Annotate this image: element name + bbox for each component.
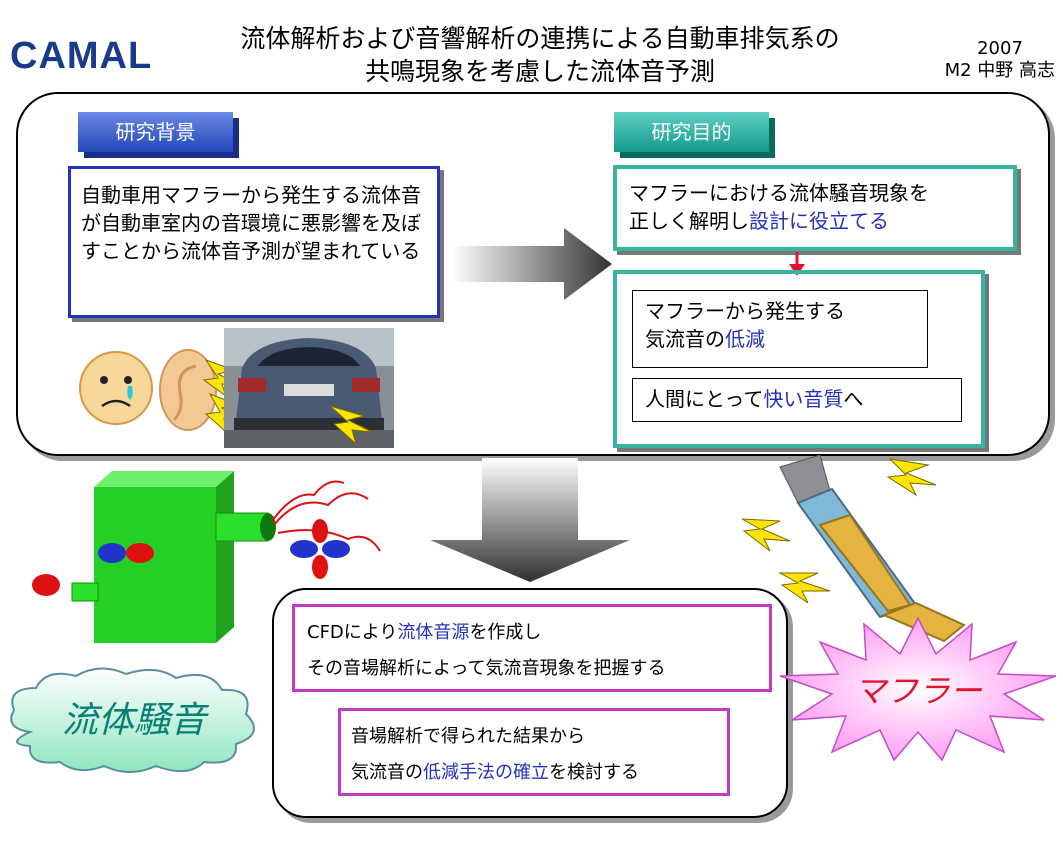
result-1-line-1: マフラーから発生する [645, 299, 845, 323]
objective-text-box: マフラーにおける流体騒音現象を 正しく解明し設計に役立てる [613, 165, 1017, 251]
page-title: 流体解析および音響解析の連携による自動車排気系の 共鳴現象を考慮した流体音予測 [160, 22, 920, 88]
method-box-2: 音場解析で得られた結果から 気流音の低減手法の確立を検討する [338, 708, 730, 796]
method-line-2: その音場解析によって気流音現象を把握する [307, 658, 666, 679]
method-line-4-prefix: 気流音の [351, 762, 423, 783]
cfd-model-illustration [32, 471, 381, 643]
method-line-3: 音場解析で得られた結果から [351, 726, 585, 747]
result-2-highlight: 快い音質 [763, 387, 844, 411]
tear-icon [127, 386, 133, 400]
background-heading: 研究背景 [78, 112, 233, 152]
method-line-4: 気流音の低減手法の確立を検討する [351, 755, 717, 791]
objective-line-2-prefix: 正しく解明し [629, 209, 749, 233]
muffler-burst: マフラー [779, 616, 1057, 762]
logo-text: CAMAL [10, 35, 152, 77]
annoyed-listener-illustration [79, 349, 245, 434]
muffler-label: マフラー [854, 672, 983, 710]
method-line-4-suffix: を検討する [549, 762, 639, 783]
title-line-2: 共鳴現象を考慮した流体音予測 [364, 57, 715, 86]
muffler-model-illustration [741, 455, 966, 643]
method-line-1: CFDにより流体音源を作成し [307, 615, 757, 651]
result-1-line-2: 気流音の低減 [645, 325, 915, 353]
method-box-1: CFDにより流体音源を作成し その音場解析によって気流音現象を把握する [292, 604, 772, 692]
method-line-1-prefix: CFDにより [307, 622, 398, 643]
objective-line-2: 正しく解明し設計に役立てる [629, 207, 1001, 235]
car-rear-photo [224, 328, 394, 448]
fluid-noise-label: 流体騒音 [62, 700, 210, 741]
author-label: M2 中野 高志 [944, 60, 1055, 81]
objective-line-1: マフラーにおける流体騒音現象を [629, 181, 929, 205]
method-line-1-highlight: 流体音源 [397, 622, 470, 643]
year-label: 2007 [977, 38, 1023, 59]
sad-face-icon [79, 351, 153, 425]
fluid-noise-cloud: 流体騒音 [10, 667, 255, 773]
method-line-1-suffix: を作成し [469, 622, 542, 643]
right-arrow-icon [452, 228, 612, 300]
down-big-arrow-icon [430, 458, 630, 582]
background-text-box: 自動車用マフラーから発生する流体音が自動車室内の音環境に悪影響を及ぼすことから流… [68, 166, 440, 318]
ear-icon [159, 349, 217, 431]
camal-logo: CAMAL [10, 35, 152, 77]
result-1-prefix: 気流音の [645, 327, 725, 351]
objective-heading: 研究目的 [614, 112, 769, 152]
background-text: 自動車用マフラーから発生する流体音が自動車室内の音環境に悪影響を及ぼすことから流… [81, 183, 421, 263]
result-2-suffix: へ [843, 387, 864, 411]
result-1-highlight: 低減 [725, 327, 765, 351]
result-item-2: 人間にとって快い音質へ [632, 378, 962, 422]
result-item-1: マフラーから発生する 気流音の低減 [632, 290, 928, 368]
expected-results-box [613, 270, 985, 448]
result-2-prefix: 人間にとって [645, 387, 764, 411]
title-line-1: 流体解析および音響解析の連携による自動車排気系の [240, 24, 840, 53]
method-line-4-highlight: 低減手法の確立 [423, 762, 549, 783]
objective-highlight: 設計に役立てる [749, 209, 889, 233]
